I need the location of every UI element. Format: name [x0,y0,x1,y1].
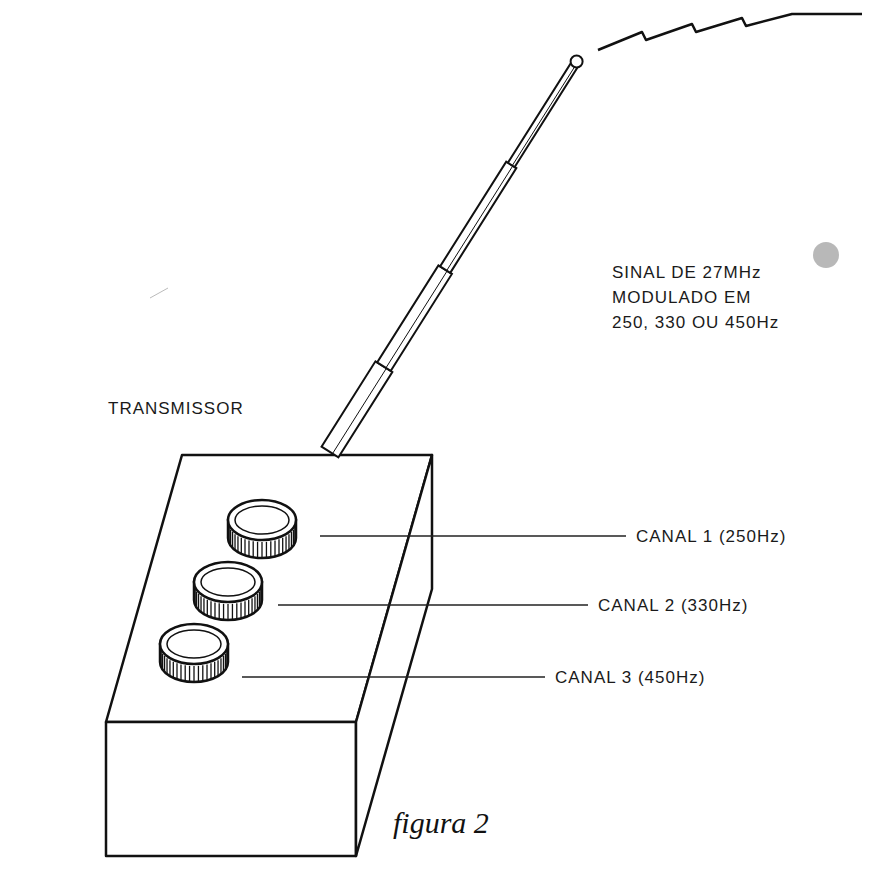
antenna-shading [512,65,576,166]
smudge [813,242,839,268]
channel-label: CANAL 3 (450Hz) [555,665,705,690]
leader-lines [242,536,626,677]
radio-signal-zigzag [598,14,862,50]
knob [160,624,228,682]
antenna-tip [571,55,583,67]
antenna-section [508,62,578,167]
antenna-section [377,265,452,371]
device-name: TRANSMISSOR [108,396,244,421]
knob [228,500,296,558]
telescopic-antenna [322,55,583,457]
antenna-shading [447,166,513,271]
antenna-shading [386,271,447,368]
antenna-section [440,162,516,273]
stray-mark [150,288,168,298]
knob [194,562,262,620]
figure-caption: figura 2 [393,806,489,840]
antenna-section [322,361,393,457]
knobs [160,500,296,682]
signal-note: SINAL DE 27MHz MODULADO EM 250, 330 OU 4… [612,260,779,335]
channel-label: CANAL 2 (330Hz) [598,593,748,618]
transmitter-box [106,455,432,856]
antenna-shading [333,368,387,453]
channel-label: CANAL 1 (250Hz) [636,524,786,549]
